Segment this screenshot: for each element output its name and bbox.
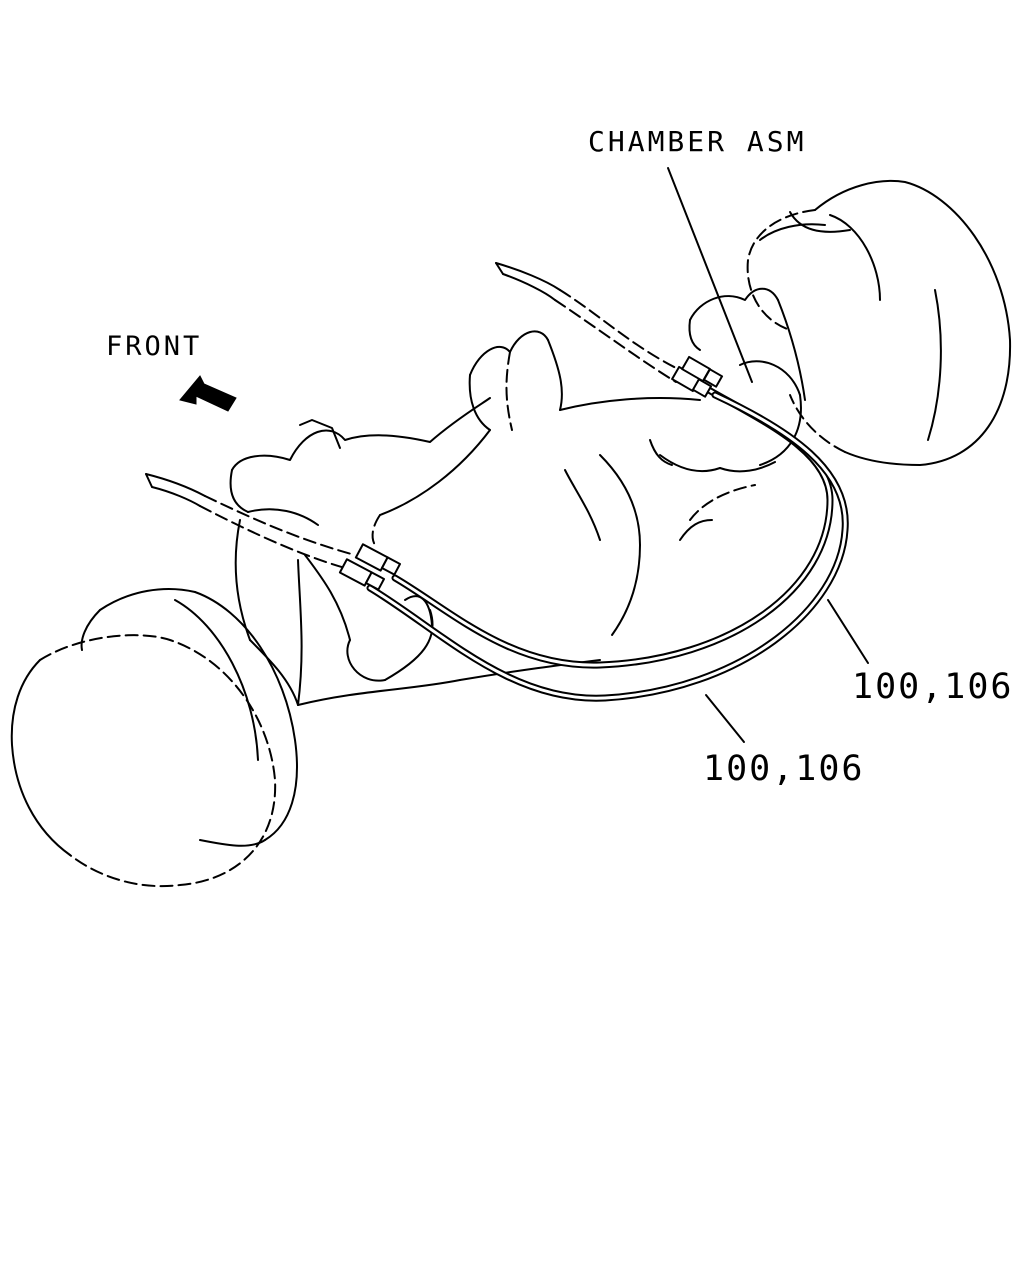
front-arrow-icon	[179, 375, 237, 412]
left-wheel-drum	[10, 588, 298, 888]
right-connectors	[671, 355, 724, 398]
chamber-asm-label: CHAMBER ASM	[588, 125, 807, 158]
front-label: FRONT	[106, 331, 203, 362]
left-connectors	[338, 543, 401, 591]
part-number-label-upper: 100,106	[852, 667, 1014, 707]
part-number-label-lower: 100,106	[703, 749, 865, 789]
brake-hoses	[366, 381, 849, 702]
right-wheel-drum	[746, 179, 1012, 466]
leader-lines	[667, 167, 869, 743]
axle-housing	[229, 287, 806, 706]
supply-lines	[145, 262, 681, 569]
